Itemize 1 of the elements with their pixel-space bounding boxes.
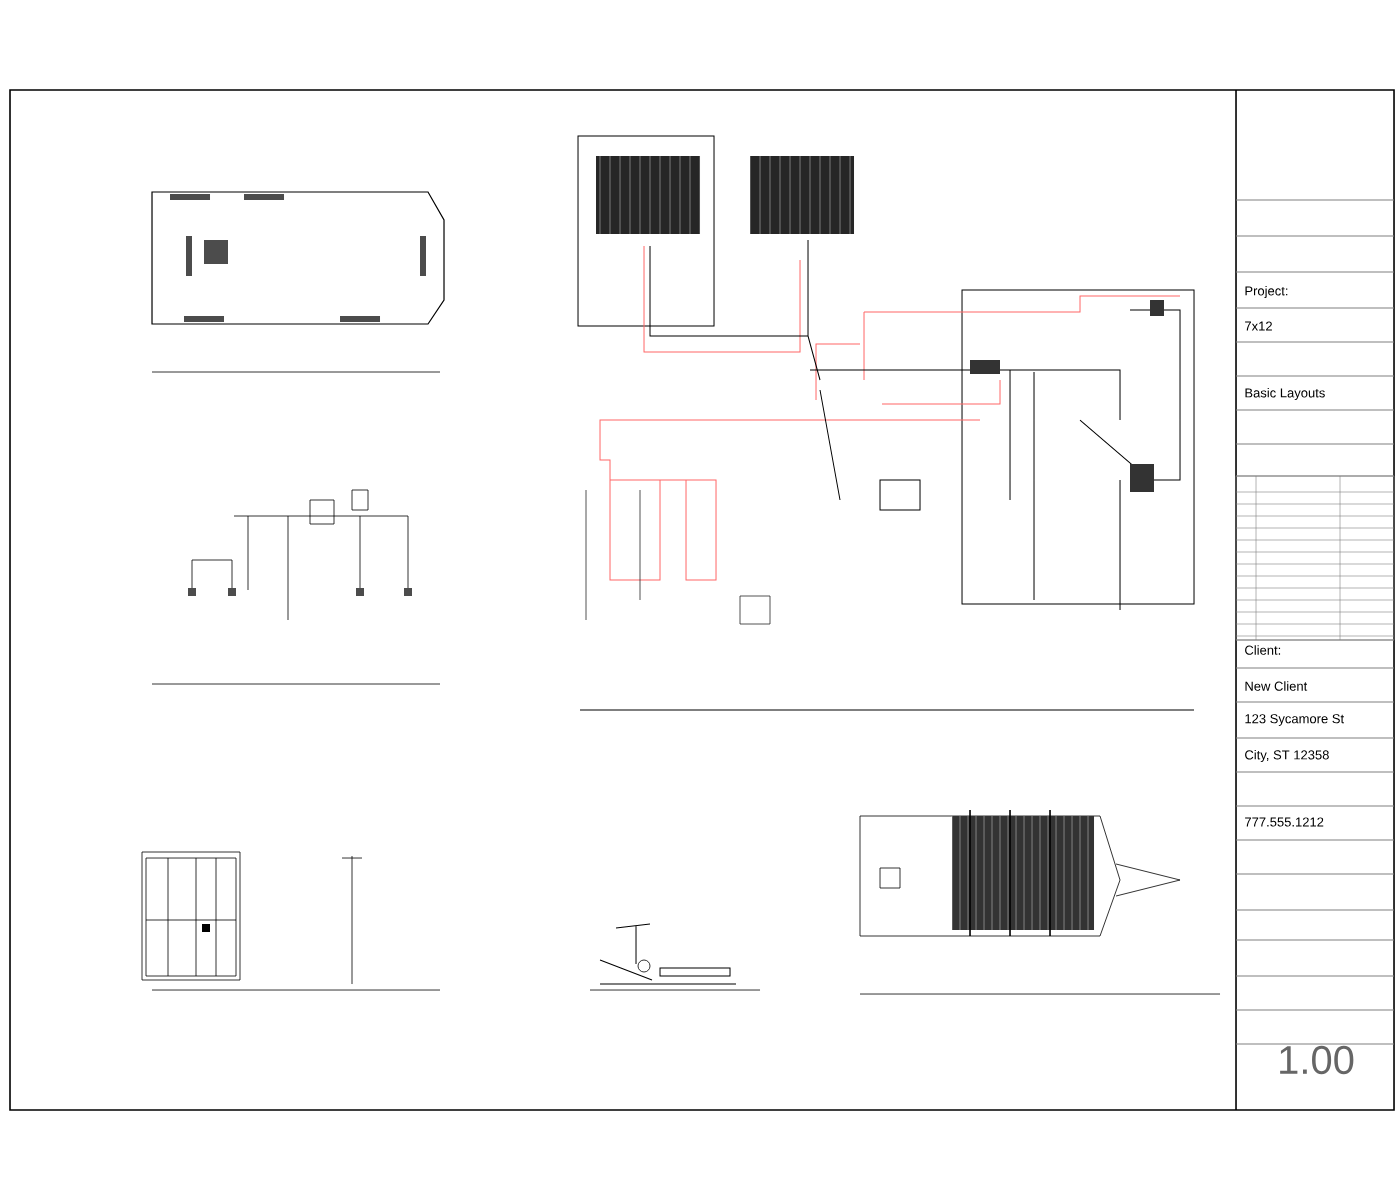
title-block-text: 1.00 <box>1280 1045 1354 1075</box>
